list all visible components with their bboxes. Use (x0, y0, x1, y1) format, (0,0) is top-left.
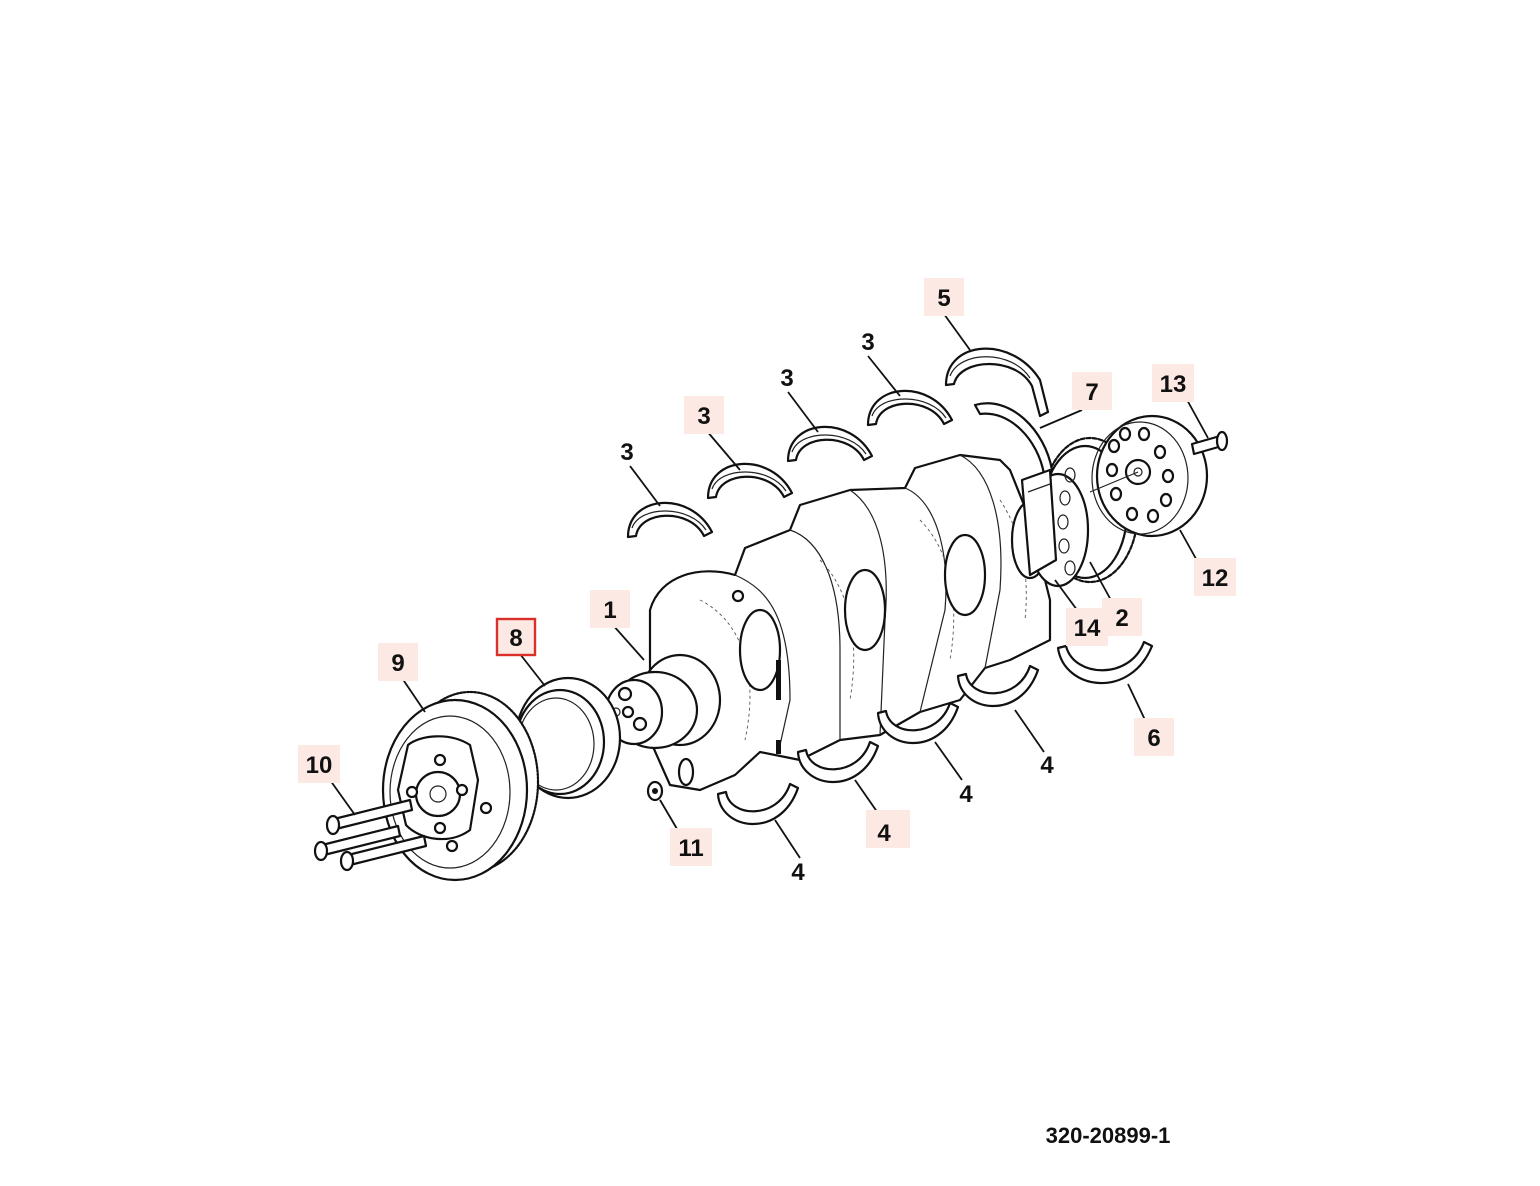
callout-3-b[interactable]: 3 (780, 365, 793, 392)
upper-thrust-bearing-shell (944, 347, 1050, 418)
callout-3-d[interactable]: 3 (620, 439, 633, 466)
callout-13[interactable]: 13 (1152, 364, 1194, 402)
svg-text:6: 6 (1147, 725, 1160, 752)
lower-thrust-bearing-shell (1056, 640, 1154, 685)
svg-text:4: 4 (1040, 752, 1054, 779)
dowel-pin (646, 780, 664, 802)
callout-4-d[interactable]: 4 (1040, 752, 1054, 779)
svg-text:3: 3 (620, 439, 633, 466)
pulley-bolts (313, 798, 428, 872)
svg-text:14: 14 (1074, 615, 1101, 642)
callout-1[interactable]: 1 (590, 590, 630, 628)
callout-4-a[interactable]: 4 (791, 859, 805, 886)
svg-text:1: 1 (603, 597, 616, 624)
callout-7[interactable]: 7 (1072, 372, 1112, 410)
svg-text:4: 4 (791, 859, 805, 886)
callout-11[interactable]: 11 (670, 828, 712, 866)
callout-3-a[interactable]: 3 (861, 329, 874, 356)
flex-plate (1089, 414, 1209, 538)
callout-2[interactable]: 2 (1102, 598, 1142, 636)
svg-text:9: 9 (391, 650, 404, 677)
svg-text:13: 13 (1160, 371, 1187, 398)
svg-text:3: 3 (780, 365, 793, 392)
upper-bearing-shell (626, 501, 714, 539)
svg-text:11: 11 (678, 835, 703, 862)
svg-text:3: 3 (697, 403, 710, 430)
svg-text:12: 12 (1202, 565, 1229, 592)
svg-text:2: 2 (1115, 605, 1128, 632)
callout-14[interactable]: 14 (1066, 608, 1108, 646)
diagram-reference-number: 320-20899-1 (1046, 1123, 1171, 1148)
upper-bearing-shell (866, 389, 954, 427)
upper-bearing-shell (706, 462, 794, 500)
lower-bearing-shell (796, 740, 880, 784)
svg-text:5: 5 (937, 285, 950, 312)
callout-4-b[interactable]: 4 (866, 810, 910, 848)
flex-plate-bolt (1190, 430, 1229, 456)
callout-8[interactable]: 8 (495, 617, 537, 657)
lower-bearing-shell (876, 701, 960, 745)
svg-text:8: 8 (509, 625, 522, 652)
svg-text:3: 3 (861, 329, 874, 356)
callout-5[interactable]: 5 (924, 278, 964, 316)
crankshaft-pulley (381, 690, 540, 882)
upper-bearing-shell (786, 425, 874, 463)
callout-12[interactable]: 12 (1194, 558, 1236, 596)
lower-bearing-shell (716, 782, 800, 826)
svg-text:4: 4 (959, 781, 973, 808)
callout-4-c[interactable]: 4 (959, 781, 973, 808)
callout-6[interactable]: 6 (1134, 718, 1174, 756)
gear-key (1020, 468, 1058, 577)
svg-text:7: 7 (1085, 379, 1098, 406)
lower-bearing-shell (956, 664, 1040, 708)
svg-text:10: 10 (306, 752, 333, 779)
callout-9[interactable]: 9 (378, 643, 418, 681)
callout-3-c[interactable]: 3 (684, 396, 724, 434)
svg-text:4: 4 (877, 820, 891, 847)
callout-10[interactable]: 10 (298, 745, 340, 783)
